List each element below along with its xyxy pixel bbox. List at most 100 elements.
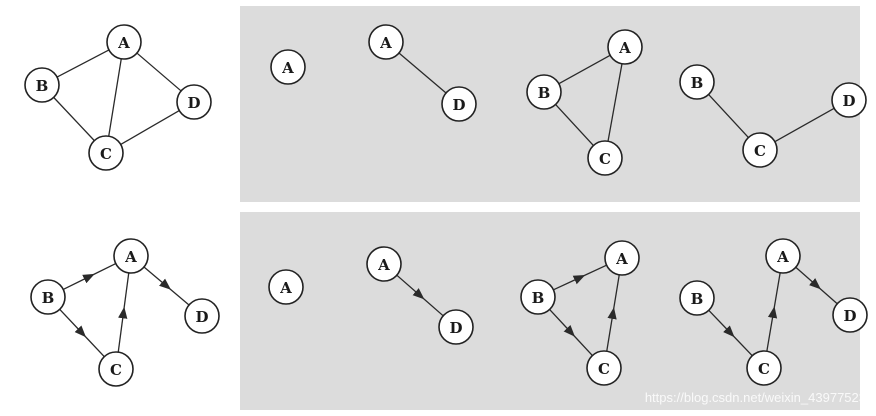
watermark: https://blog.csdn.net/weixin_43977523	[645, 390, 866, 405]
node-A: A	[270, 49, 306, 85]
node-label: C	[599, 150, 611, 168]
edge-A-D	[398, 52, 447, 94]
node-label: C	[110, 361, 122, 379]
edge-B-C	[555, 104, 594, 146]
edge-B-C	[53, 96, 95, 142]
node-label: A	[379, 34, 392, 52]
node-B: B	[526, 74, 562, 110]
node-label: C	[598, 360, 610, 378]
node-label: D	[842, 92, 855, 110]
node-circle	[176, 84, 212, 120]
node-circle	[366, 246, 402, 282]
node-label: A	[124, 248, 137, 266]
node-C: C	[587, 140, 623, 176]
node-label: A	[618, 39, 631, 57]
node-label: B	[42, 289, 55, 307]
node-circle	[441, 86, 477, 122]
node-circle	[368, 24, 404, 60]
node-circle	[184, 298, 220, 334]
edge-B-C	[708, 94, 749, 138]
edge-B-C	[549, 309, 593, 356]
undirected-graph: A B C D	[24, 24, 212, 171]
node-C: C	[88, 135, 124, 171]
node-D: D	[832, 297, 868, 333]
edge-C-A	[117, 272, 130, 353]
node-A: A	[113, 238, 149, 274]
edge-C-D	[120, 109, 180, 146]
node-circle	[832, 297, 868, 333]
node-circle	[607, 29, 643, 65]
node-C: C	[746, 350, 782, 386]
node-C: C	[586, 350, 622, 386]
node-circle	[438, 309, 474, 345]
node-D: D	[176, 84, 212, 120]
edge-B-A	[553, 264, 607, 291]
node-label: C	[100, 145, 112, 163]
digraph-2: AD	[366, 246, 474, 345]
edge-B-A	[62, 262, 117, 291]
node-circle	[586, 350, 622, 386]
node-label: B	[36, 77, 49, 95]
node-circle	[106, 24, 142, 60]
node-label: D	[452, 96, 465, 114]
edge-A-D	[136, 52, 182, 92]
node-circle	[270, 49, 306, 85]
node-B: B	[679, 64, 715, 100]
node-label: D	[195, 308, 208, 326]
edge-A-C	[108, 58, 122, 137]
subgraph-2: AD	[368, 24, 477, 122]
node-B: B	[520, 279, 556, 315]
node-C: C	[98, 351, 134, 387]
node-circle	[88, 135, 124, 171]
node-D: D	[831, 82, 867, 118]
node-circle	[268, 269, 304, 305]
node-circle	[604, 240, 640, 276]
edge-A-D	[143, 266, 190, 306]
node-circle	[526, 74, 562, 110]
digraph-1: A	[268, 269, 304, 305]
edge-B-A	[558, 54, 611, 85]
node-C: C	[742, 132, 778, 168]
node-circle	[30, 279, 66, 315]
edge-A-D	[396, 274, 444, 317]
subgraph-3: A B C	[526, 29, 643, 176]
edge-A-C	[607, 63, 623, 142]
node-circle	[587, 140, 623, 176]
node-label: D	[843, 307, 856, 325]
node-circle	[113, 238, 149, 274]
node-label: B	[691, 74, 704, 92]
node-circle	[765, 238, 801, 274]
node-circle	[24, 67, 60, 103]
edge-C-A	[606, 274, 620, 352]
edge-C-D	[774, 107, 835, 143]
node-label: B	[532, 289, 545, 307]
node-circle	[520, 279, 556, 315]
edge-B-A	[56, 49, 110, 78]
node-circle	[679, 280, 715, 316]
node-label: A	[776, 248, 789, 266]
node-circle	[742, 132, 778, 168]
directed-graph: A B C D	[30, 238, 220, 387]
edge-B-C	[708, 309, 753, 357]
node-circle	[746, 350, 782, 386]
node-A: A	[368, 24, 404, 60]
node-A: A	[268, 269, 304, 305]
node-label: A	[615, 250, 628, 268]
node-A: A	[106, 24, 142, 60]
node-B: B	[30, 279, 66, 315]
node-B: B	[24, 67, 60, 103]
node-B: B	[679, 280, 715, 316]
node-label: B	[691, 290, 704, 308]
node-label: C	[754, 142, 766, 160]
node-A: A	[366, 246, 402, 282]
node-label: B	[538, 84, 551, 102]
node-label: A	[281, 59, 294, 77]
node-A: A	[765, 238, 801, 274]
node-label: A	[377, 256, 390, 274]
edge-B-C	[59, 308, 105, 358]
node-A: A	[607, 29, 643, 65]
edge-A-D	[795, 266, 838, 305]
node-circle	[98, 351, 134, 387]
node-D: D	[441, 86, 477, 122]
